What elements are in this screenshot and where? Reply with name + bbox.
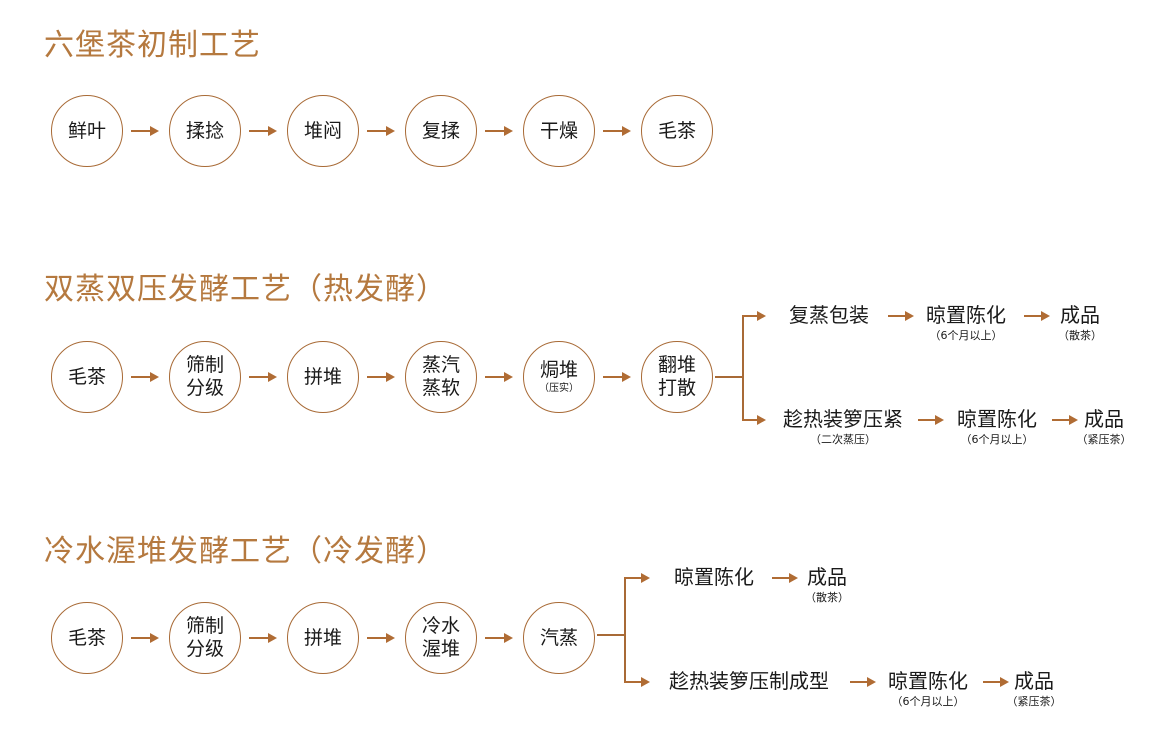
branch-arrow-bottom [624, 677, 650, 687]
step-blending: 拼堆 [287, 602, 359, 674]
step-steaming: 汽蒸 [523, 602, 595, 674]
flow-arrow [131, 633, 159, 643]
flow-arrow [918, 415, 944, 425]
branch-arrow-bottom [742, 415, 766, 425]
step-blending: 拼堆 [287, 341, 359, 413]
node-final-product: 成品（紧压茶） [1076, 407, 1132, 446]
flow-arrow [367, 126, 395, 136]
step-turn-scatter: 翻堆打散 [641, 341, 713, 413]
node-aging: 晾置陈化（6个月以上） [957, 407, 1037, 446]
branch-vertical [742, 316, 744, 420]
flow-arrow [249, 126, 277, 136]
node-aging: 晾置陈化（6个月以上） [926, 303, 1006, 342]
branch-vertical [624, 578, 626, 682]
node-final-product: 成品（散茶） [1058, 303, 1102, 342]
flow-arrow [983, 677, 1009, 687]
step-steam-softening: 蒸汽蒸软 [405, 341, 477, 413]
branch-stem [597, 634, 625, 636]
section-title-hot-fermentation: 双蒸双压发酵工艺（热发酵） [44, 272, 447, 307]
node-hot-basket-press: 趁热装箩压紧（二次蒸压） [783, 407, 903, 446]
flow-arrow [1024, 311, 1050, 321]
step-braise-pile: 焗堆（压实） [523, 341, 595, 413]
flow-arrow [850, 677, 876, 687]
step-rolling: 揉捻 [169, 95, 241, 167]
step-drying: 干燥 [523, 95, 595, 167]
flow-arrow [1052, 415, 1078, 425]
step-raw-tea: 毛茶 [641, 95, 713, 167]
flow-arrow [485, 633, 513, 643]
node-aging: 晾置陈化（6个月以上） [888, 669, 968, 708]
flow-arrow [249, 633, 277, 643]
flow-arrow [367, 633, 395, 643]
flow-arrow [249, 372, 277, 382]
node-aging: 晾置陈化 [674, 565, 754, 589]
step-raw-tea: 毛茶 [51, 602, 123, 674]
flow-arrow [485, 126, 513, 136]
node-final-product: 成品（散茶） [805, 565, 849, 604]
flow-arrow [131, 126, 159, 136]
branch-arrow-top [624, 573, 650, 583]
flow-arrow [485, 372, 513, 382]
section-title-cold-fermentation: 冷水渥堆发酵工艺（冷发酵） [44, 534, 447, 569]
node-final-product: 成品（紧压茶） [1006, 669, 1062, 708]
step-piling: 堆闷 [287, 95, 359, 167]
step-sieving-grading: 筛制分级 [169, 602, 241, 674]
section-title-initial-processing: 六堡茶初制工艺 [44, 28, 261, 63]
flow-arrow [603, 126, 631, 136]
flow-arrow [367, 372, 395, 382]
flow-arrow [772, 573, 798, 583]
branch-stem [715, 376, 743, 378]
flow-arrow [603, 372, 631, 382]
flow-arrow [131, 372, 159, 382]
flow-arrow [888, 311, 914, 321]
step-fresh-leaf: 鲜叶 [51, 95, 123, 167]
node-resteam-pack: 复蒸包装 [789, 303, 869, 327]
node-hot-basket-molding: 趁热装箩压制成型 [669, 669, 829, 693]
step-re-rolling: 复揉 [405, 95, 477, 167]
step-cold-water-pile: 冷水渥堆 [405, 602, 477, 674]
step-raw-tea: 毛茶 [51, 341, 123, 413]
branch-arrow-top [742, 311, 766, 321]
step-sieving-grading: 筛制分级 [169, 341, 241, 413]
